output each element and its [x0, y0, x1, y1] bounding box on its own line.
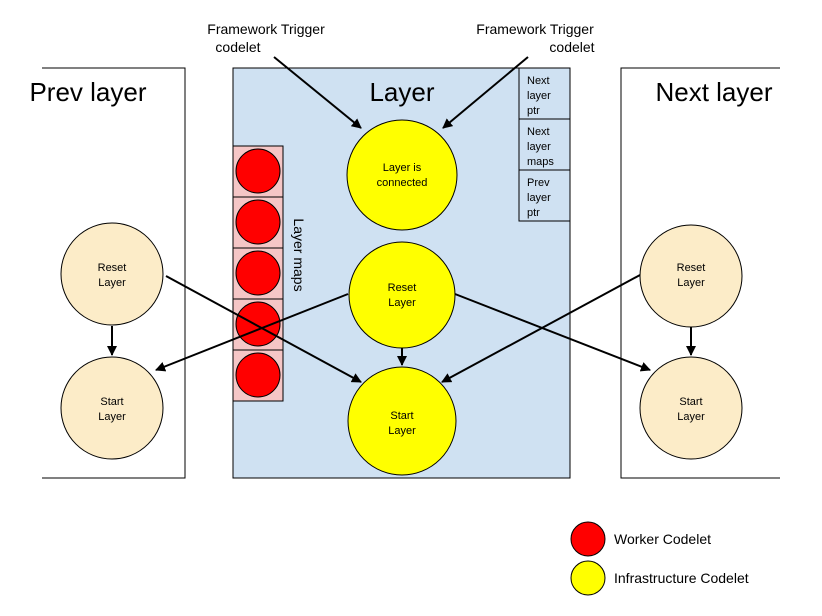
legend: Worker Codelet Infrastructure Codelet	[570, 521, 749, 596]
legend-infrastructure-label: Infrastructure Codelet	[614, 570, 749, 586]
prev-layer-ptr-line3: ptr	[527, 207, 540, 219]
next-layer-ptr-line3: ptr	[527, 105, 540, 117]
legend-worker-label: Worker Codelet	[614, 531, 711, 547]
prev-layer-ptr-cell	[518, 169, 571, 222]
next-layer-title: Next layer	[655, 77, 772, 107]
trigger-left-line2: codelet	[215, 39, 260, 55]
layer-start-line1: Start	[390, 410, 413, 422]
prev-layer-title: Prev layer	[29, 77, 146, 107]
next-reset-layer-circle	[639, 224, 743, 328]
trigger-right-line1: Framework Trigger	[476, 21, 594, 37]
prev-start-layer-node: Start Layer	[60, 356, 164, 460]
trigger-left-line1: Framework Trigger	[207, 21, 325, 37]
prev-layer-panel: Prev layer	[29, 67, 186, 479]
layer-connected-node: Layer is connected	[346, 119, 458, 231]
worker-codelet-node	[235, 352, 281, 398]
worker-codelet-node	[235, 250, 281, 296]
prev-start-line1: Start	[100, 396, 123, 408]
next-layer-ptr-cell	[518, 67, 571, 120]
prev-reset-layer-circle	[60, 222, 164, 326]
layer-side-cells: Next layer ptr Next layer maps Prev laye…	[518, 67, 571, 222]
layer-start-node: Start Layer	[347, 366, 457, 476]
prev-reset-to-layer-start-arrow	[165, 275, 362, 383]
prev-reset-layer-node: Reset Layer	[60, 222, 164, 326]
next-layer-panel: Next layer	[620, 67, 780, 479]
next-reset-to-layer-start-arrow	[441, 274, 641, 383]
layer-connected-circle	[346, 119, 458, 231]
layer-reset-to-next-start-arrow	[454, 293, 651, 372]
layer-start-circle	[347, 366, 457, 476]
next-reset-line1: Reset	[677, 262, 706, 274]
worker-codelet-node	[235, 148, 281, 194]
prev-layer-ptr-line2: layer	[527, 192, 551, 204]
arrows	[107, 56, 696, 383]
trigger-left-arrow	[273, 56, 362, 129]
layer-connected-line2: connected	[377, 177, 428, 189]
layer-maps: Layer maps	[232, 145, 307, 402]
layer-connected-line1: Layer is	[383, 162, 422, 174]
prev-reset-line2: Layer	[98, 277, 126, 289]
next-layer-ptr-line1: Next	[527, 75, 550, 87]
next-start-line1: Start	[679, 396, 702, 408]
next-layer-ptr-line2: layer	[527, 90, 551, 102]
legend-infrastructure-swatch	[570, 560, 606, 596]
next-layer-maps-line2: layer	[527, 141, 551, 153]
framework-trigger-right: Framework Trigger codelet	[476, 21, 594, 55]
trigger-right-arrow	[442, 56, 529, 129]
worker-codelet-node	[235, 199, 281, 245]
framework-trigger-left: Framework Trigger codelet	[207, 21, 325, 55]
next-layer-maps-cell	[518, 118, 571, 171]
layer-start-line2: Layer	[388, 425, 416, 437]
prev-layer-ptr-line1: Prev	[527, 177, 550, 189]
prev-start-line2: Layer	[98, 411, 126, 423]
prev-start-layer-circle	[60, 356, 164, 460]
trigger-right-line2: codelet	[549, 39, 594, 55]
next-reset-line2: Layer	[677, 277, 705, 289]
layer-title: Layer	[369, 77, 434, 107]
next-layer-maps-line3: maps	[527, 156, 554, 168]
layer-reset-line2: Layer	[388, 297, 416, 309]
legend-worker-swatch	[570, 521, 606, 557]
layer-reset-node: Reset Layer	[348, 241, 456, 349]
next-reset-layer-node: Reset Layer	[639, 224, 743, 328]
next-layer-maps-line1: Next	[527, 126, 550, 138]
next-start-line2: Layer	[677, 411, 705, 423]
layer-maps-label: Layer maps	[291, 218, 307, 291]
layer-reset-line1: Reset	[388, 282, 417, 294]
prev-reset-line1: Reset	[98, 262, 127, 274]
layer-reset-circle	[348, 241, 456, 349]
next-start-layer-node: Start Layer	[639, 356, 743, 460]
next-start-layer-circle	[639, 356, 743, 460]
layer-reset-to-prev-start-arrow	[155, 293, 349, 372]
